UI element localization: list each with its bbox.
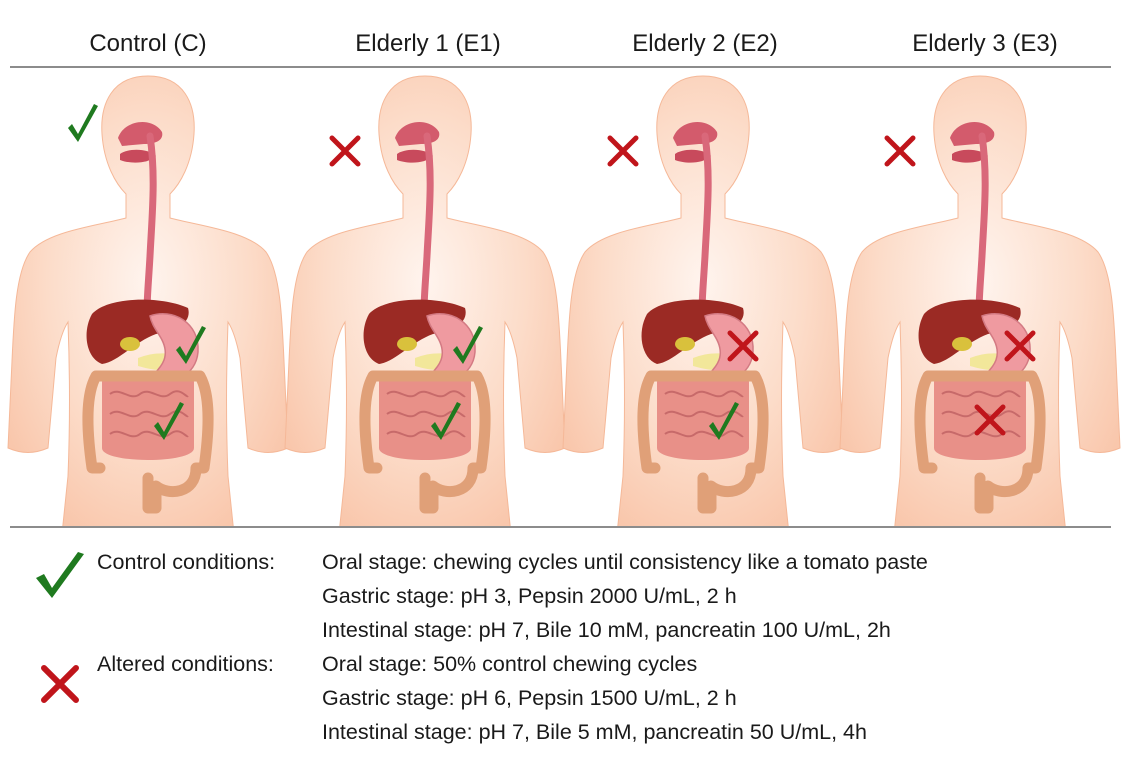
cross-icon <box>38 662 82 706</box>
figure-elderly-2 <box>563 76 843 526</box>
figure-elderly-1 <box>285 76 565 526</box>
legend-altered-oral: Oral stage: 50% control chewing cycles <box>322 652 697 677</box>
elderly-1-oral-cross-icon <box>332 138 358 164</box>
control-oral-check-icon <box>68 104 98 142</box>
legend-altered-intestinal: Intestinal stage: pH 7, Bile 5 mM, pancr… <box>322 720 867 745</box>
digestive-system-figures <box>0 68 1121 526</box>
column-title-control: Control (C) <box>18 30 278 58</box>
legend-control-gastric: Gastric stage: pH 3, Pepsin 2000 U/mL, 2… <box>322 584 737 609</box>
legend-altered-label: Altered conditions: <box>97 652 274 677</box>
legend-control-label: Control conditions: <box>97 550 275 575</box>
column-title-elderly-3: Elderly 3 (E3) <box>855 30 1115 58</box>
legend-altered-gastric: Gastric stage: pH 6, Pepsin 1500 U/mL, 2… <box>322 686 737 711</box>
elderly-3-oral-cross-icon <box>887 138 913 164</box>
legend-control-intestinal: Intestinal stage: pH 7, Bile 10 mM, panc… <box>322 618 891 643</box>
figure-control <box>8 76 288 526</box>
check-icon <box>30 550 90 606</box>
legend-control-oral: Oral stage: chewing cycles until consist… <box>322 550 928 575</box>
column-title-elderly-2: Elderly 2 (E2) <box>575 30 835 58</box>
elderly-2-oral-cross-icon <box>610 138 636 164</box>
figure-elderly-3 <box>840 76 1120 526</box>
column-title-elderly-1: Elderly 1 (E1) <box>298 30 558 58</box>
bottom-divider <box>10 526 1111 528</box>
